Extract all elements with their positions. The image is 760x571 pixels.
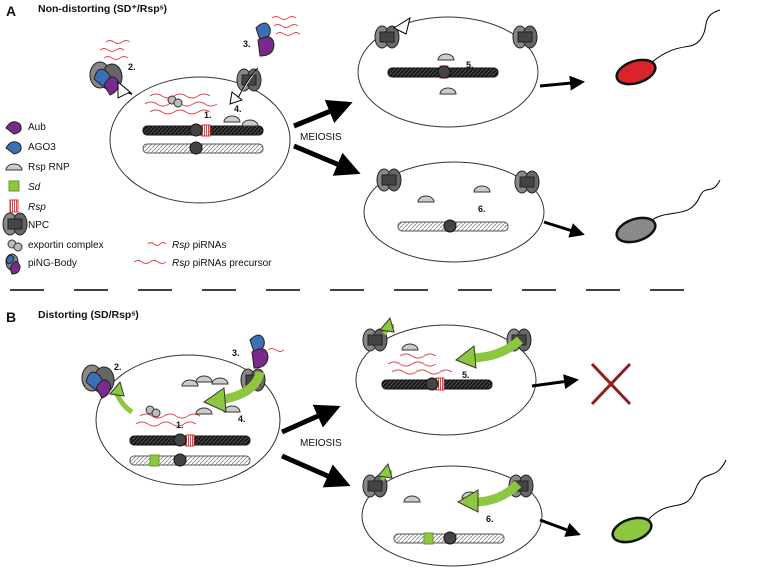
step-6-label: 6. (478, 204, 486, 214)
meiosis-label-b: MEIOSIS (300, 438, 342, 449)
step-3-label-b: 3. (232, 348, 240, 358)
no-sperm-cross (590, 362, 632, 406)
legend-rsp-rnp: Rsp RNP (28, 162, 70, 173)
legend-npc: NPC (28, 220, 49, 231)
panel-a-letter: A (6, 3, 16, 19)
nucleus-b-upper: 5. (355, 316, 537, 436)
step-5-label: 5. (466, 60, 474, 70)
ping-body-b (81, 364, 115, 399)
meiosis-arrow-up (293, 99, 353, 129)
step-2-label: 2. (128, 62, 136, 72)
nucleus-a-main: 1. (109, 76, 291, 204)
panel-b-letter: B (6, 309, 16, 325)
step-5-label-b: 5. (462, 370, 470, 380)
step-3-label: 3. (243, 39, 251, 49)
legend-rsp-pirnas: Rsp piRNAs (172, 240, 226, 251)
legend-rsp-precursor: Rsp piRNAs precursor (172, 258, 272, 269)
legend-exportin: exportin complex (28, 240, 104, 251)
legend: Aub AGO3 Rsp RNP Sd Rsp NPC (2, 121, 272, 275)
green-arrow-export (109, 380, 134, 415)
legend-ping-body: piNG-Body (28, 258, 77, 269)
legend-sd: Sd (28, 182, 41, 193)
meiosis-label-a: MEIOSIS (300, 132, 342, 143)
step-4-label: 4. (234, 104, 242, 114)
sperm-red (615, 9, 721, 86)
panel-a-title: Non-distorting (SD⁺/Rspˢ) (38, 3, 167, 15)
step-2-label-b: 2. (114, 362, 122, 372)
sd-locus (149, 454, 160, 467)
nucleus-b-lower: 6. (361, 462, 543, 567)
panel-b-title: Distorting (SD/Rspˢ) (38, 309, 139, 321)
legend-ago3: AGO3 (28, 142, 56, 153)
step-1-label: 1. (204, 110, 212, 120)
meiosis-arrow-down (293, 143, 361, 176)
panel-b: B Distorting (SD/Rspˢ) 1. (6, 309, 727, 567)
sperm-grey (615, 179, 721, 244)
rsp-locus (201, 124, 211, 137)
step-1-label-b: 1. (176, 420, 184, 430)
centromere (189, 141, 203, 155)
legend-rsp: Rsp (28, 202, 46, 213)
aub-ago3-b (249, 334, 269, 369)
nucleus-a-lower: 6. (363, 161, 545, 263)
step-6-label-b: 6. (486, 514, 494, 524)
nucleus-a-upper: 5. (357, 16, 539, 128)
ping-body-a (89, 61, 123, 96)
exportin-complex (167, 95, 183, 108)
panel-a: A Non-distorting (SD⁺/Rspˢ) 1. (2, 3, 721, 275)
aub-ago3-a (255, 22, 275, 57)
step-4-label-b: 4. (238, 414, 246, 424)
legend-aub: Aub (28, 122, 46, 133)
green-arrow-import (202, 370, 265, 413)
chromosome-light (142, 143, 264, 154)
centromere (189, 123, 203, 137)
nucleus-b-main: 1. (95, 354, 281, 486)
sperm-green (611, 459, 727, 544)
